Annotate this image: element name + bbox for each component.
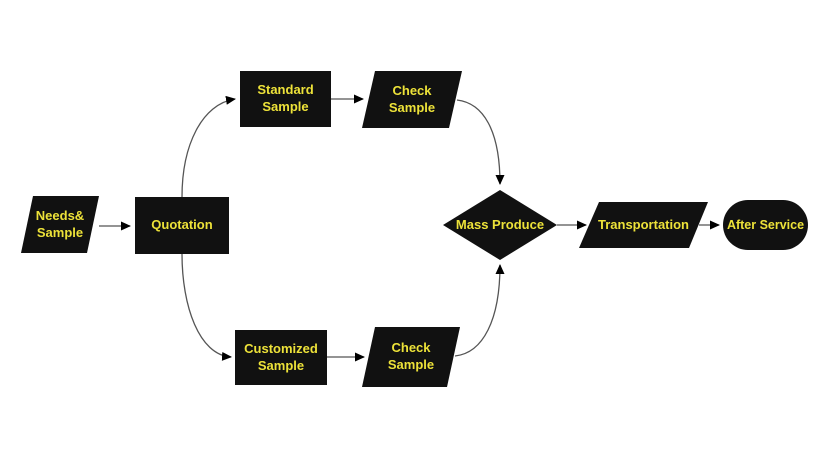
mass-produce-shape: [443, 190, 557, 260]
quotation-shape: [135, 197, 229, 254]
needs-sample-shape: [21, 196, 99, 253]
customized-sample-shape: [235, 330, 327, 385]
after-service-shape: [723, 200, 808, 250]
transportation-shape: [579, 202, 708, 248]
connector-check-sample-top-to-mass-produce: [456, 99, 505, 185]
connector-quotation-to-customized-sample: [181, 253, 232, 361]
check-sample-top-shape: [362, 71, 462, 128]
check-sample-bottom-shape: [362, 327, 460, 387]
connector-quotation-to-standard-sample: [181, 95, 236, 198]
connector-check-sample-bottom-to-mass-produce: [454, 264, 505, 357]
standard-sample-shape: [240, 71, 331, 127]
